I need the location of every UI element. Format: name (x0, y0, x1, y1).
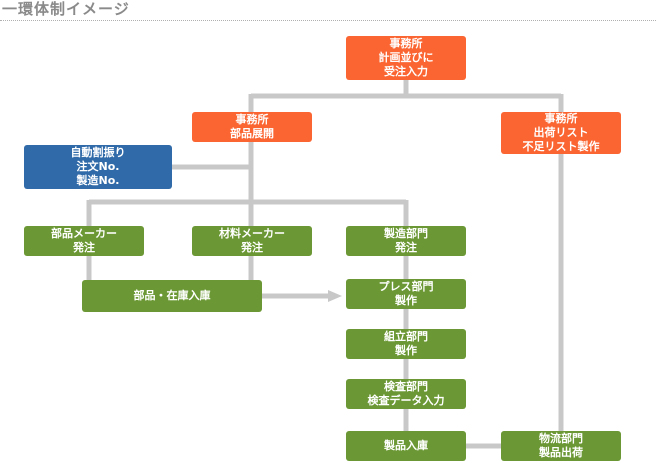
title-divider (0, 20, 656, 21)
node-shipping-office: 事務所 出荷リスト 不足リスト製作 (501, 112, 621, 154)
node-logistics: 物流部門 製品出荷 (501, 431, 621, 461)
page-title: 一環体制イメージ (2, 0, 130, 18)
node-auto-assign: 自動割振り 注文No. 製造No. (24, 145, 172, 189)
node-material-maker: 材料メーカー 発注 (192, 226, 312, 256)
node-inspection: 検査部門 検査データ入力 (346, 379, 466, 409)
node-parts-expand: 事務所 部品展開 (192, 112, 312, 142)
node-product-in: 製品入庫 (346, 431, 466, 461)
node-assembly: 組立部門 製作 (346, 329, 466, 359)
node-manufacturing: 製造部門 発注 (346, 226, 466, 256)
arrow-head-icon (328, 290, 342, 302)
node-press: プレス部門 製作 (346, 279, 466, 309)
node-parts-stock: 部品・在庫入庫 (82, 280, 262, 312)
node-parts-maker: 部品メーカー 発注 (24, 226, 144, 256)
node-planning: 事務所 計画並びに 受注入力 (346, 36, 466, 80)
